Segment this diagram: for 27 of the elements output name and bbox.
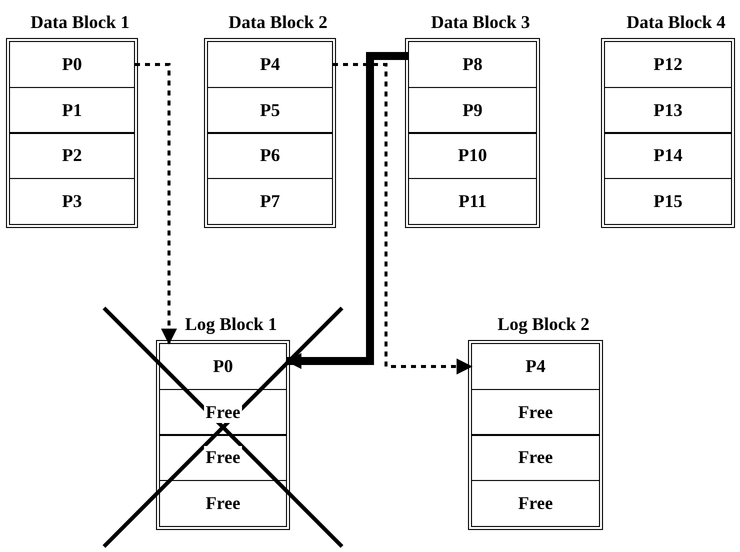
page-cell [159,434,287,481]
page-cell [9,86,135,134]
page-cell [159,388,287,436]
page-cell [604,132,732,179]
page-cell [408,132,537,179]
page-cell [207,132,333,179]
page-cell [207,41,333,88]
page-cell [9,132,135,179]
page-cell [9,178,135,224]
page-cell [408,86,537,134]
page-cell [408,178,537,224]
arrow [285,52,408,369]
arrow [135,63,177,345]
page-cell [471,480,600,526]
page-cell [471,343,600,390]
page-cell [471,434,600,481]
page-cell [207,86,333,134]
page-cell [471,388,600,436]
page-cell [159,343,287,390]
page-cell [604,178,732,224]
page-cell [207,178,333,224]
page-cell [604,86,732,134]
arrow [333,63,473,374]
page-cell [9,41,135,88]
page-cell [408,41,537,88]
page-cell [159,480,287,526]
page-cell [604,41,732,88]
